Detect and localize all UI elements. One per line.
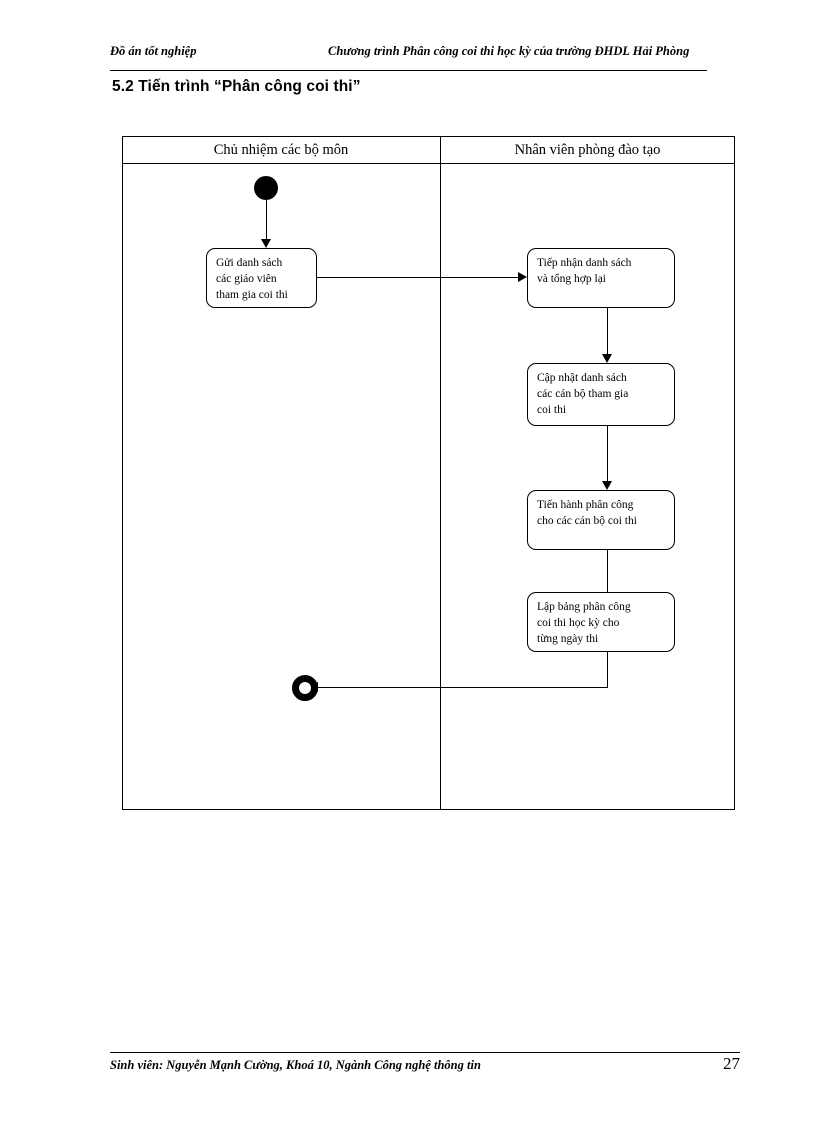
lane-vertical-divider — [440, 136, 441, 810]
final-node — [292, 675, 318, 701]
lane-title-left: Chủ nhiệm các bộ môn — [213, 142, 349, 158]
activity-node-a3-label: Cập nhật danh sách các cán bộ tham gia c… — [537, 372, 629, 416]
page-running-header: Đồ án tốt nghiệp Chương trình Phân công … — [110, 44, 707, 71]
lane-header-divider — [122, 163, 735, 164]
edge-start-to-a1 — [266, 200, 267, 240]
edge-a3-to-a4-arrowhead — [601, 481, 612, 490]
section-heading: 5.2 Tiến trình “Phân công coi thi” — [112, 78, 361, 95]
header-left-text: Đồ án tốt nghiệp — [110, 44, 197, 58]
activity-node-a1[interactable]: Gửi danh sách các giáo viên tham gia coi… — [206, 248, 317, 308]
page-running-footer: Sinh viên: Nguyễn Mạnh Cường, Khoá 10, N… — [110, 1052, 740, 1079]
edge-a2-to-a3 — [607, 308, 608, 355]
activity-node-a1-label: Gửi danh sách các giáo viên tham gia coi… — [216, 257, 288, 301]
lane-title-right: Nhân viên phòng đào tạo — [514, 142, 661, 158]
edge-a1-to-a2 — [317, 277, 521, 278]
edge-a1-to-a2-arrowhead — [518, 272, 527, 282]
activity-node-a5[interactable]: Lập bảng phân công coi thi học kỳ cho từ… — [527, 592, 675, 652]
activity-node-a4-label: Tiến hành phân công cho các cán bộ coi t… — [537, 499, 637, 527]
edge-a5-to-end-horizontal — [318, 687, 608, 688]
edge-a5-to-end-vertical — [607, 652, 608, 688]
edge-a3-to-a4 — [607, 426, 608, 482]
activity-diagram: Chủ nhiệm các bộ môn Nhân viên phòng đào… — [122, 136, 735, 810]
swimlane-frame — [122, 136, 735, 810]
edge-start-to-a1-arrowhead — [260, 239, 271, 248]
activity-node-a4[interactable]: Tiến hành phân công cho các cán bộ coi t… — [527, 490, 675, 550]
footer-left-text: Sinh viên: Nguyễn Mạnh Cường, Khoá 10, N… — [110, 1058, 481, 1072]
activity-node-a2-label: Tiếp nhận danh sách và tổng hợp lại — [537, 257, 632, 285]
initial-node — [254, 176, 278, 200]
edge-a2-to-a3-arrowhead — [601, 354, 612, 363]
header-right-text: Chương trình Phân công coi thi học kỳ củ… — [328, 44, 690, 58]
activity-node-a5-label: Lập bảng phân công coi thi học kỳ cho từ… — [537, 601, 631, 645]
edge-a4-to-a5 — [607, 550, 608, 593]
page-number: 27 — [723, 1054, 740, 1073]
activity-node-a2[interactable]: Tiếp nhận danh sách và tổng hợp lại — [527, 248, 675, 308]
final-node-inner — [299, 682, 311, 694]
activity-node-a3[interactable]: Cập nhật danh sách các cán bộ tham gia c… — [527, 363, 675, 426]
